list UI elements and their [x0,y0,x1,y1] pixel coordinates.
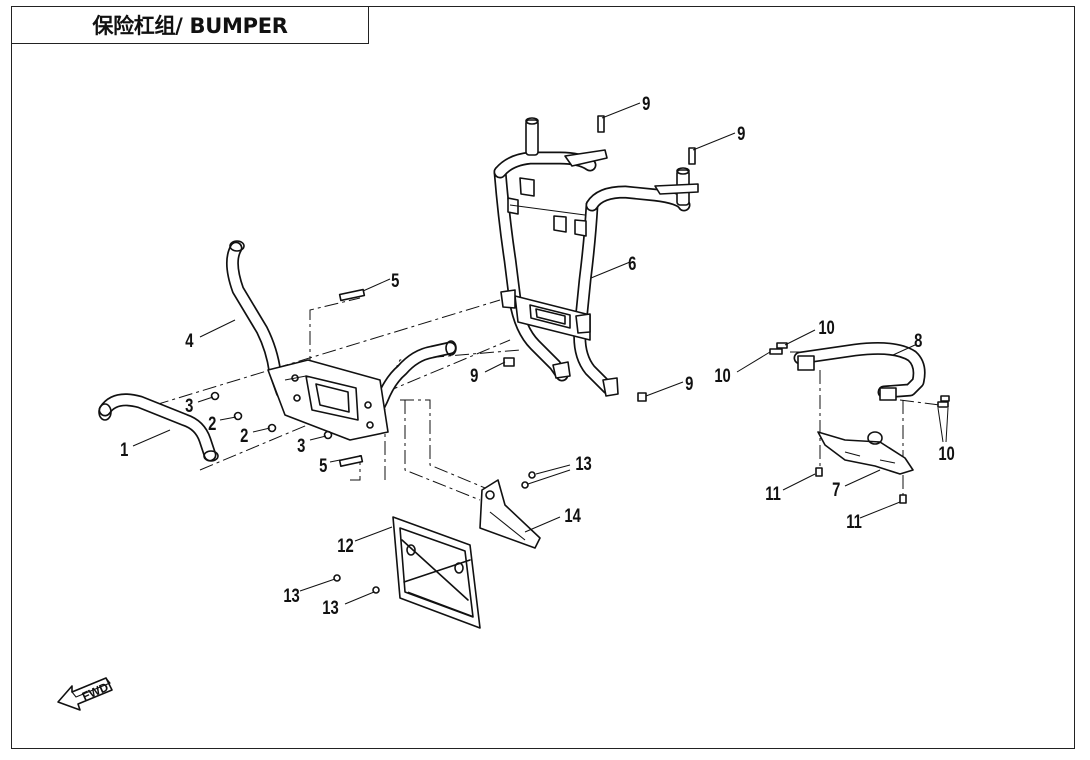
assembly-guide-lines [154,297,941,501]
callout-13-left: 13 [283,585,299,606]
callout-12: 12 [337,535,353,556]
title-block: 保险杠组/ BUMPER [11,6,369,44]
callout-6: 6 [628,253,636,274]
callout-numbers: 9 9 6 5 4 3 2 2 3 5 1 9 9 10 10 8 10 11 … [120,93,955,618]
callout-9-center: 9 [470,365,478,386]
callout-11-right: 11 [846,511,862,532]
callout-9-center-right: 9 [685,373,693,394]
callout-2-upper: 2 [208,413,216,434]
callout-3-upper: 3 [185,395,193,416]
callout-9-top: 9 [642,93,650,114]
callout-11-left: 11 [765,483,781,504]
callout-7: 7 [832,479,840,500]
callout-2-lower: 2 [240,425,248,446]
drawing-frame [11,6,1075,749]
fasteners [210,115,950,594]
callout-3-lower: 3 [297,435,305,456]
forward-direction-arrow: FWD [57,677,113,711]
callout-9-right-top: 9 [737,123,745,144]
callout-5-upper: 5 [391,270,399,291]
callout-14: 14 [564,505,581,526]
part-6-main-frame [493,117,699,397]
callout-10-top: 10 [818,317,834,338]
callout-4: 4 [185,330,194,351]
part-12-plate-holder [392,516,481,629]
part-7-bracket [817,431,914,475]
callout-10-left: 10 [714,365,730,386]
fwd-label: FWD [80,680,111,704]
part-8-rear-hoop [793,342,926,401]
callout-10-right: 10 [938,443,954,464]
callout-8: 8 [914,330,922,351]
leader-lines [132,102,949,605]
callout-1: 1 [120,439,128,460]
part-1-lower-bumper-tube [98,393,219,462]
diagram-title: 保险杠组/ BUMPER [92,14,288,38]
part-14-plate-bracket [479,479,541,549]
callout-13-lower: 13 [322,597,338,618]
part-4-bumper-frame [226,240,457,441]
callout-13-right: 13 [575,453,591,474]
callout-5-lower: 5 [319,455,327,476]
